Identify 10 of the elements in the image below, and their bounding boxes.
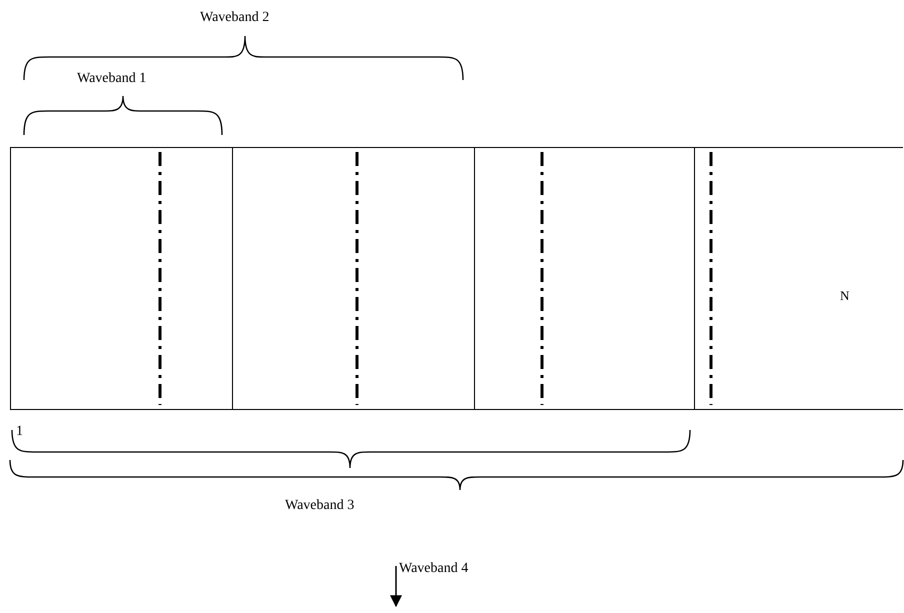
segment-box	[694, 147, 903, 410]
waveband-label: Waveband 1	[77, 71, 146, 87]
segment-box	[474, 147, 695, 410]
waveband-label: Waveband 4	[399, 561, 468, 577]
waveband-label: Waveband 3	[285, 498, 354, 514]
waveband-label: Waveband 2	[200, 10, 270, 26]
segment-label: N	[840, 288, 850, 304]
segment-number: 1	[16, 424, 23, 440]
segment-box	[232, 147, 475, 410]
segment-box	[10, 147, 233, 410]
